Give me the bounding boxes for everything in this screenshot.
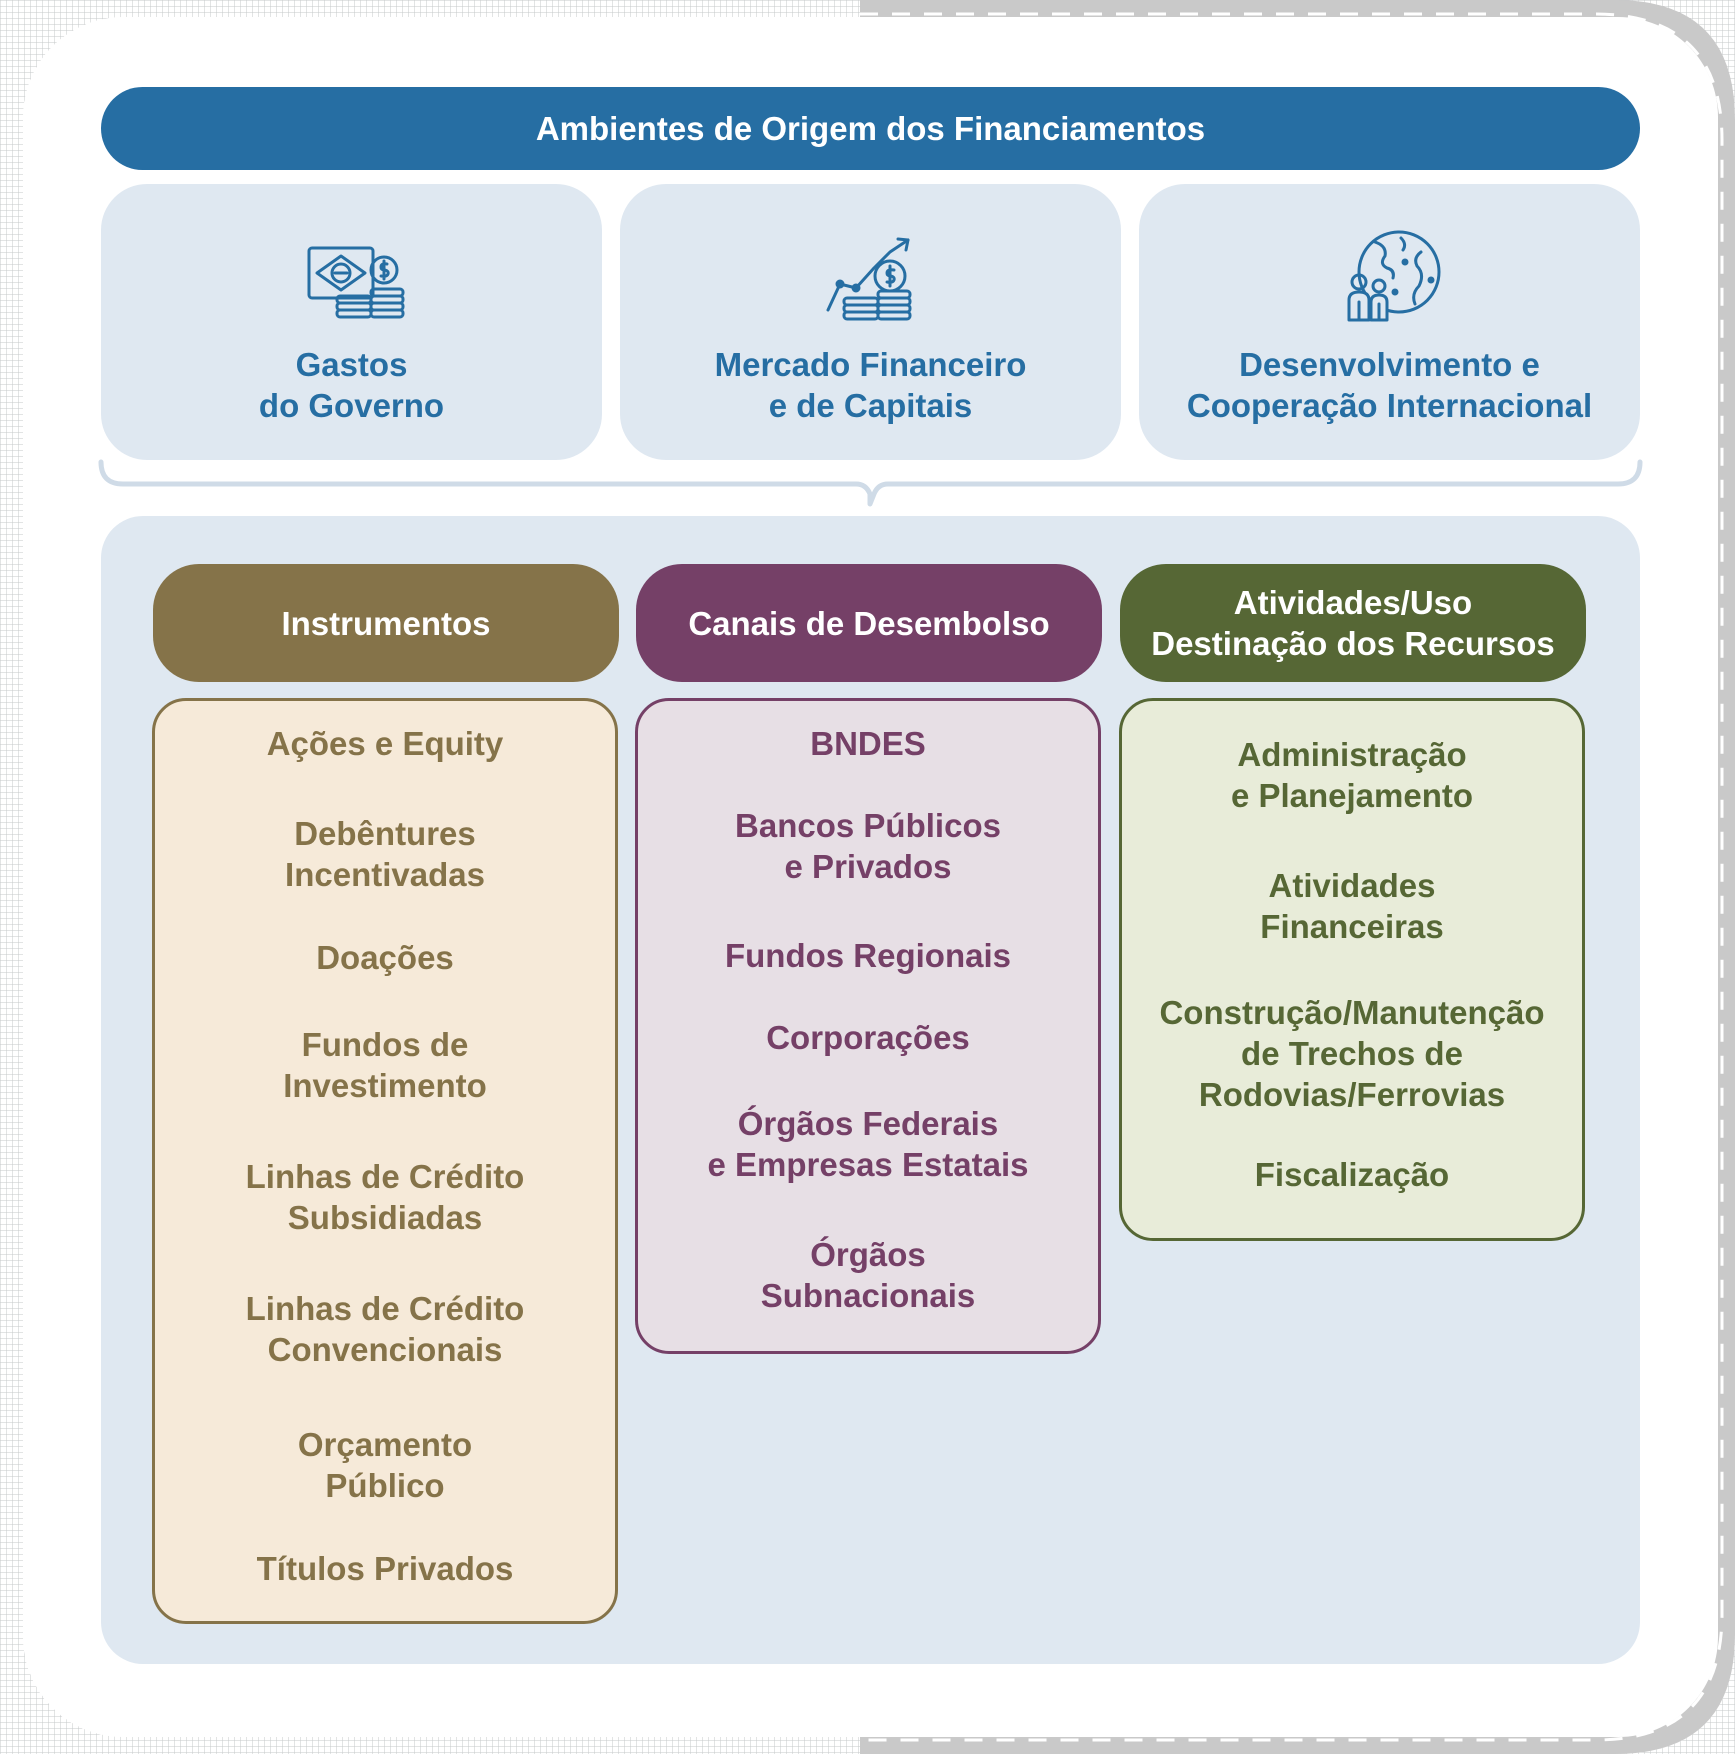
list-item: Órgãos Subnacionais — [760, 1236, 976, 1314]
list-item: Atividades Financeiras — [1260, 867, 1444, 945]
main-header: Ambientes de Origem dos Financiamentos — [101, 87, 1640, 170]
list-item: Debêntures Incentivadas — [285, 815, 485, 893]
column-header-canais: Canais de Desembolso — [636, 564, 1102, 682]
source-card-desenvolvimento: Desenvolvimento e Cooperação Internacion… — [1139, 184, 1640, 460]
globe-people-icon — [1347, 230, 1440, 322]
list-item: Fundos Regionais — [724, 937, 1011, 974]
source-label: Mercado Financeiro e de Capitais — [714, 346, 1027, 424]
column-list-atividades: Administração e Planejamento Atividades … — [1119, 698, 1585, 1241]
column-header-instrumentos: Instrumentos — [153, 564, 619, 682]
column-header-atividades: Atividades/Uso Destinação dos Recursos — [1120, 564, 1586, 682]
list-item: Linhas de Crédito Subsidiadas — [245, 1158, 525, 1236]
list-item: Doações — [316, 939, 454, 976]
source-label: Desenvolvimento e Cooperação Internacion… — [1186, 346, 1593, 424]
list-item: Corporações — [766, 1019, 970, 1056]
column-list-canais: BNDES Bancos Públicos e Privados Fundos … — [635, 698, 1101, 1354]
growth-chart-coins-icon — [826, 237, 911, 321]
list-item: Fundos de Investimento — [283, 1026, 487, 1104]
money-coins-icon — [307, 246, 404, 319]
main-title: Ambientes de Origem dos Financiamentos — [535, 109, 1206, 147]
list-item: Construção/Manutenção de Trechos de Rodo… — [1159, 994, 1545, 1113]
list-item: Orçamento Público — [297, 1426, 473, 1504]
column-list-instrumentos: Ações e Equity Debêntures Incentivadas D… — [152, 698, 618, 1624]
source-card-mercado-financeiro: Mercado Financeiro e de Capitais — [620, 184, 1121, 460]
list-item: Administração e Planejamento — [1230, 736, 1474, 814]
list-item: Órgãos Federais e Empresas Estatais — [707, 1105, 1029, 1183]
list-item: Linhas de Crédito Convencionais — [245, 1290, 525, 1368]
list-item: Bancos Públicos e Privados — [735, 807, 1001, 885]
list-item: Ações e Equity — [266, 725, 504, 762]
source-label: Gastos do Governo — [258, 346, 445, 424]
list-item: Fiscalização — [1254, 1156, 1450, 1193]
list-item: Títulos Privados — [256, 1550, 514, 1587]
list-item: BNDES — [810, 725, 926, 762]
source-card-gastos-governo: Gastos do Governo — [101, 184, 602, 460]
